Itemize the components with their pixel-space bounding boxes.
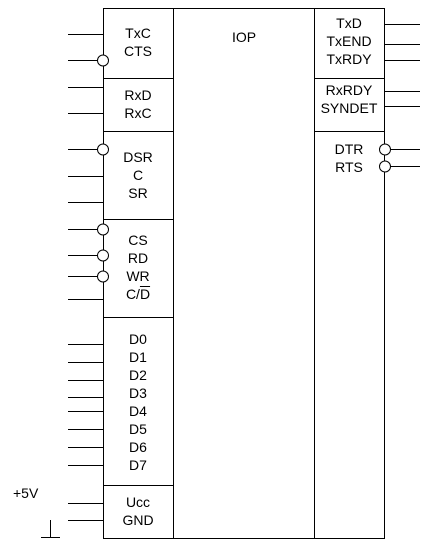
chip-title: IOP [232, 29, 256, 45]
pin-label-dsr: DSR [123, 149, 153, 165]
inversion-bubble-cs [97, 223, 109, 236]
pin-label-txc: TxC [125, 25, 151, 41]
pin-label-d7: D7 [129, 457, 147, 473]
pin-label-rts: RTS [335, 159, 363, 175]
power-supply: +5V [13, 485, 60, 538]
pin-label-rd: RD [128, 250, 148, 266]
inversion-bubble-dtr [379, 143, 391, 156]
group-dividers [103, 78, 385, 486]
pin-label-ucc: Ucc [126, 494, 150, 510]
pin-label-cts: CTS [124, 43, 152, 59]
pin-lines [68, 24, 420, 521]
pin-label-txd: TxD [336, 15, 362, 31]
inversion-bubble-dsr [97, 143, 109, 156]
inversion-bubbles [97, 54, 391, 283]
pin-label-txrdy: TxRDY [326, 51, 372, 67]
pin-label-d3: D3 [129, 385, 147, 401]
pin-label-wr: WR [126, 268, 149, 284]
inversion-bubble-rd [97, 249, 109, 262]
pin-label-sr: SR [128, 185, 147, 201]
pin-label-d0: D0 [129, 331, 147, 347]
pin-label-dtr: DTR [335, 141, 364, 157]
inversion-bubble-cts [97, 54, 109, 67]
pin-label-d2: D2 [129, 367, 147, 383]
pin-label-gnd: GND [122, 512, 153, 528]
inversion-bubble-wr [97, 270, 109, 283]
pin-label-rxd: RxD [124, 87, 151, 103]
inversion-bubble-rts [379, 160, 391, 173]
pin-label-d1: D1 [129, 349, 147, 365]
pin-label-rxc: RxC [124, 105, 151, 121]
pin-label-d5: D5 [129, 421, 147, 437]
supply-voltage-label: +5V [13, 485, 39, 501]
pin-label-rxrdy: RxRDY [326, 82, 373, 98]
pin-labels: TxCCTSRxDRxCDSRCSRCSRDWRC/DD0D1D2D3D4D5D… [122, 15, 377, 528]
pin-label-c-d: C/D [126, 286, 150, 302]
pin-label-syndet: SYNDET [321, 100, 378, 116]
pin-label-txend: TxEND [326, 33, 371, 49]
pin-label-d6: D6 [129, 439, 147, 455]
pin-label-d4: D4 [129, 403, 147, 419]
pin-label-cs: CS [128, 232, 147, 248]
pin-label-c: C [133, 167, 143, 183]
